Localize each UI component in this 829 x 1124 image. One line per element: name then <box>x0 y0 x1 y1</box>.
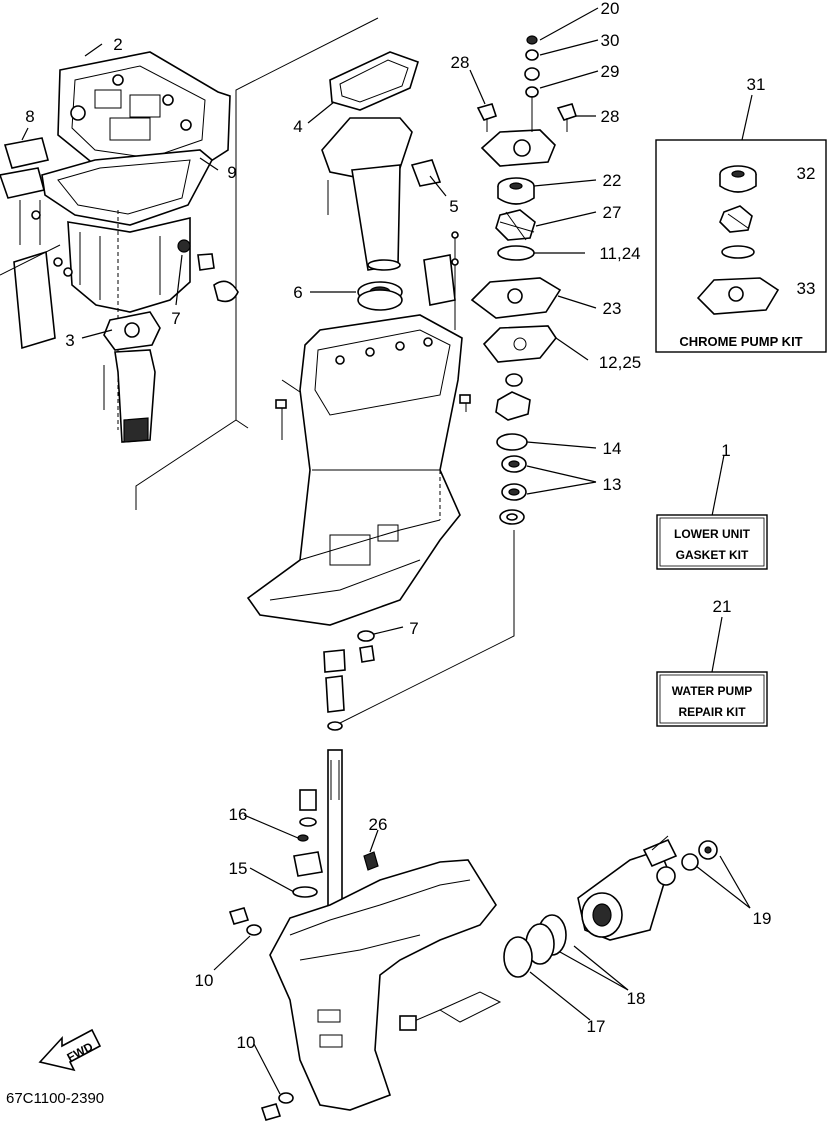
callout-33: 33 <box>797 279 816 298</box>
callout-19: 19 <box>753 909 772 928</box>
callout-7-upper: 7 <box>171 309 180 328</box>
callout-13: 13 <box>603 475 622 494</box>
callout-numbers: 1 2 3 4 5 6 7 7 8 9 10 10 11,24 12,25 13… <box>25 0 815 1052</box>
water-pump-stack <box>329 35 578 729</box>
callout-3: 3 <box>65 331 74 350</box>
diagram-code: 67C1100-2390 <box>6 1090 104 1107</box>
callout-26: 26 <box>369 815 388 834</box>
callout-28-right: 28 <box>601 107 620 126</box>
callout-14: 14 <box>603 439 622 458</box>
callout-10-upper: 10 <box>195 971 214 990</box>
callout-11-24: 11,24 <box>599 244 640 263</box>
callout-31: 31 <box>747 75 766 94</box>
lower-case <box>228 859 502 1121</box>
water-pump-kit-line1: WATER PUMP <box>672 684 752 698</box>
chrome-pump-kit-label: CHROME PUMP KIT <box>679 334 802 349</box>
callout-10-lower: 10 <box>237 1033 256 1052</box>
fwd-arrow: FWD <box>38 1028 102 1072</box>
prop-shaft-housing <box>503 835 718 978</box>
callout-8: 8 <box>25 107 34 126</box>
water-pump-kit-line2: REPAIR KIT <box>678 705 746 719</box>
callout-21: 21 <box>713 597 732 616</box>
callout-1: 1 <box>721 441 730 460</box>
callout-29: 29 <box>601 62 620 81</box>
callout-28-left: 28 <box>451 53 470 72</box>
callout-22: 22 <box>603 171 622 190</box>
callout-5: 5 <box>449 197 458 216</box>
callout-17: 17 <box>587 1017 606 1036</box>
lower-unit-gasket-kit-box: LOWER UNIT GASKET KIT <box>656 514 768 570</box>
callout-20: 20 <box>601 0 620 18</box>
impeller <box>495 209 536 241</box>
callout-4: 4 <box>293 117 302 136</box>
upper-case-assembly <box>246 51 471 663</box>
callout-7-middle: 7 <box>409 619 418 638</box>
chrome-pump-kit-box: CHROME PUMP KIT <box>655 139 827 353</box>
callout-6: 6 <box>293 283 302 302</box>
callout-16: 16 <box>229 805 248 824</box>
callout-9: 9 <box>227 163 236 182</box>
lower-unit-kit-line1: LOWER UNIT <box>674 527 751 541</box>
callout-32: 32 <box>797 164 816 183</box>
lower-unit-kit-line2: GASKET KIT <box>676 548 749 562</box>
callout-18: 18 <box>627 989 646 1008</box>
drive-shaft-assembly <box>292 649 379 951</box>
callout-15: 15 <box>229 859 248 878</box>
callout-12-25: 12,25 <box>599 353 642 372</box>
callout-30: 30 <box>601 31 620 50</box>
callout-27: 27 <box>603 203 622 222</box>
callout-2: 2 <box>113 35 122 54</box>
callout-23: 23 <box>603 299 622 318</box>
water-pump-repair-kit-box: WATER PUMP REPAIR KIT <box>656 671 768 727</box>
exhaust-guide-assembly <box>0 17 379 510</box>
